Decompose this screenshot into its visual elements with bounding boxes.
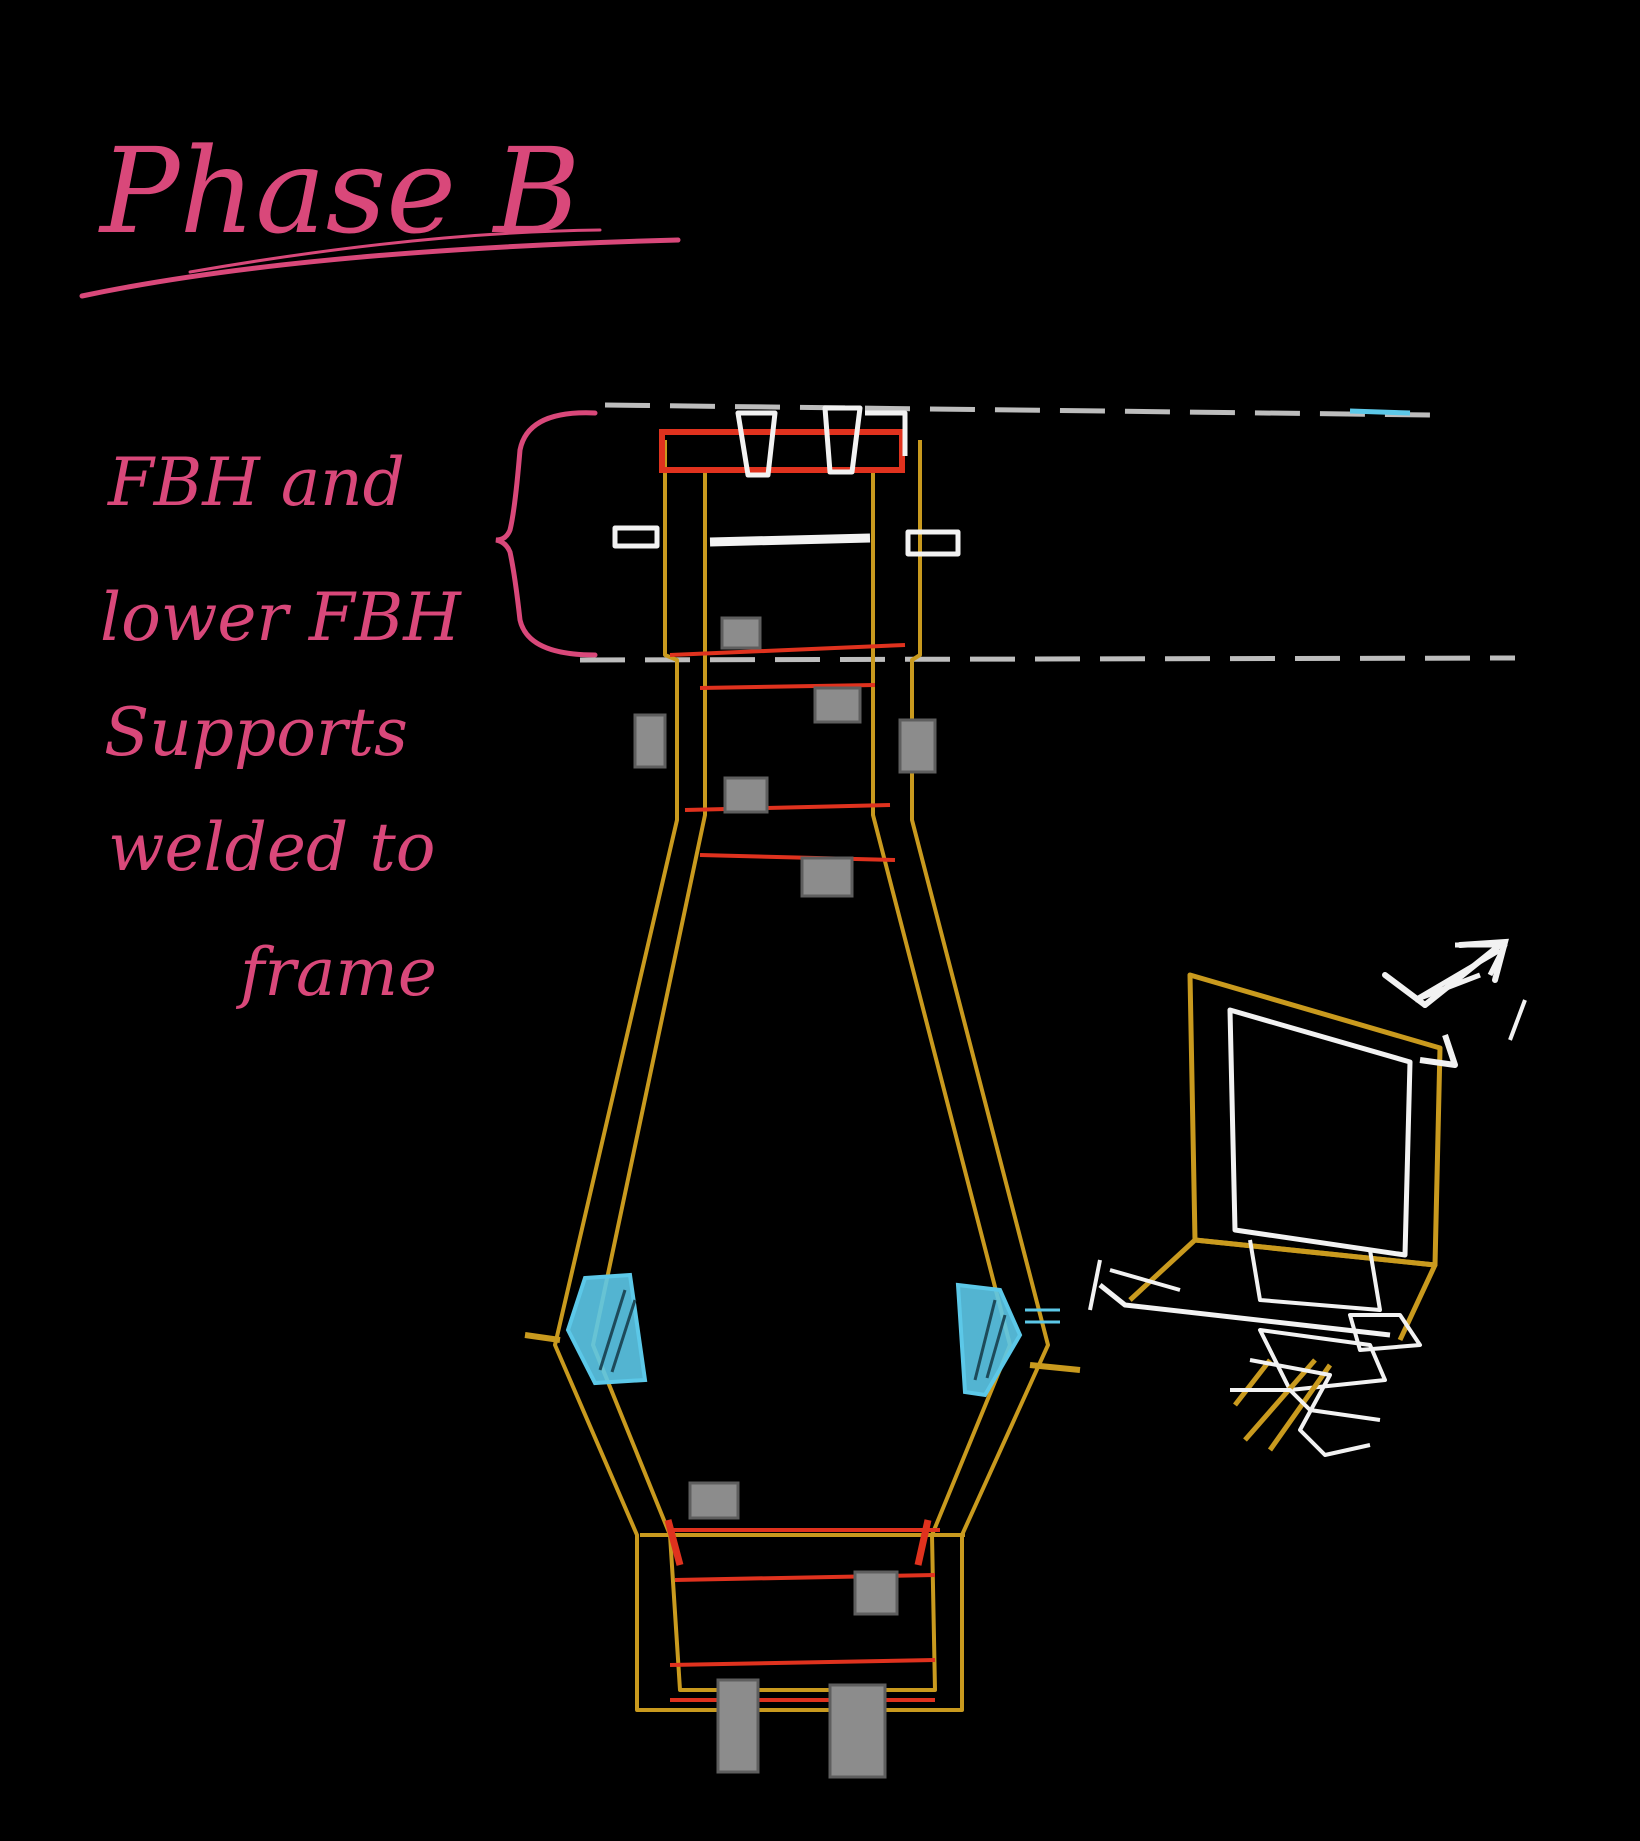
note-text: FBH and lower FBH Supports welded to fra… [100,444,462,1011]
upper-reference-line [604,402,1431,418]
plate [723,776,769,814]
brace [495,410,598,658]
note-line-5: frame [235,934,437,1011]
left-bracket [565,1272,648,1386]
main-frame [553,440,1050,1712]
lower-reference-line [579,655,1516,663]
perspective-sketch [1088,942,1527,1457]
note-line-4: welded to [108,809,435,886]
bracket-hatching [598,1289,1007,1381]
cyan-brackets [565,1272,1060,1398]
plate [633,713,667,769]
upper-reference-line-tip [1349,408,1411,416]
plate [898,718,937,774]
plate [720,616,762,650]
note-line-2: lower FBH [100,579,462,656]
plate [716,1678,760,1774]
right-bracket [955,1282,1023,1398]
plates [633,616,937,1779]
title-underline-2 [188,228,602,274]
note-line-1: FBH and [107,444,405,521]
top-support-bar [659,429,905,473]
phase-title: Phase B [98,122,580,260]
note-line-3: Supports [104,694,408,771]
plate [828,1683,887,1779]
title-underline [79,237,681,299]
side-studs [524,1332,1081,1373]
upper-fbh [612,405,961,557]
arrow-icon [1382,938,1509,1008]
plate [813,686,862,724]
plate [853,1570,899,1616]
plate [688,1481,740,1520]
plate [800,856,854,898]
